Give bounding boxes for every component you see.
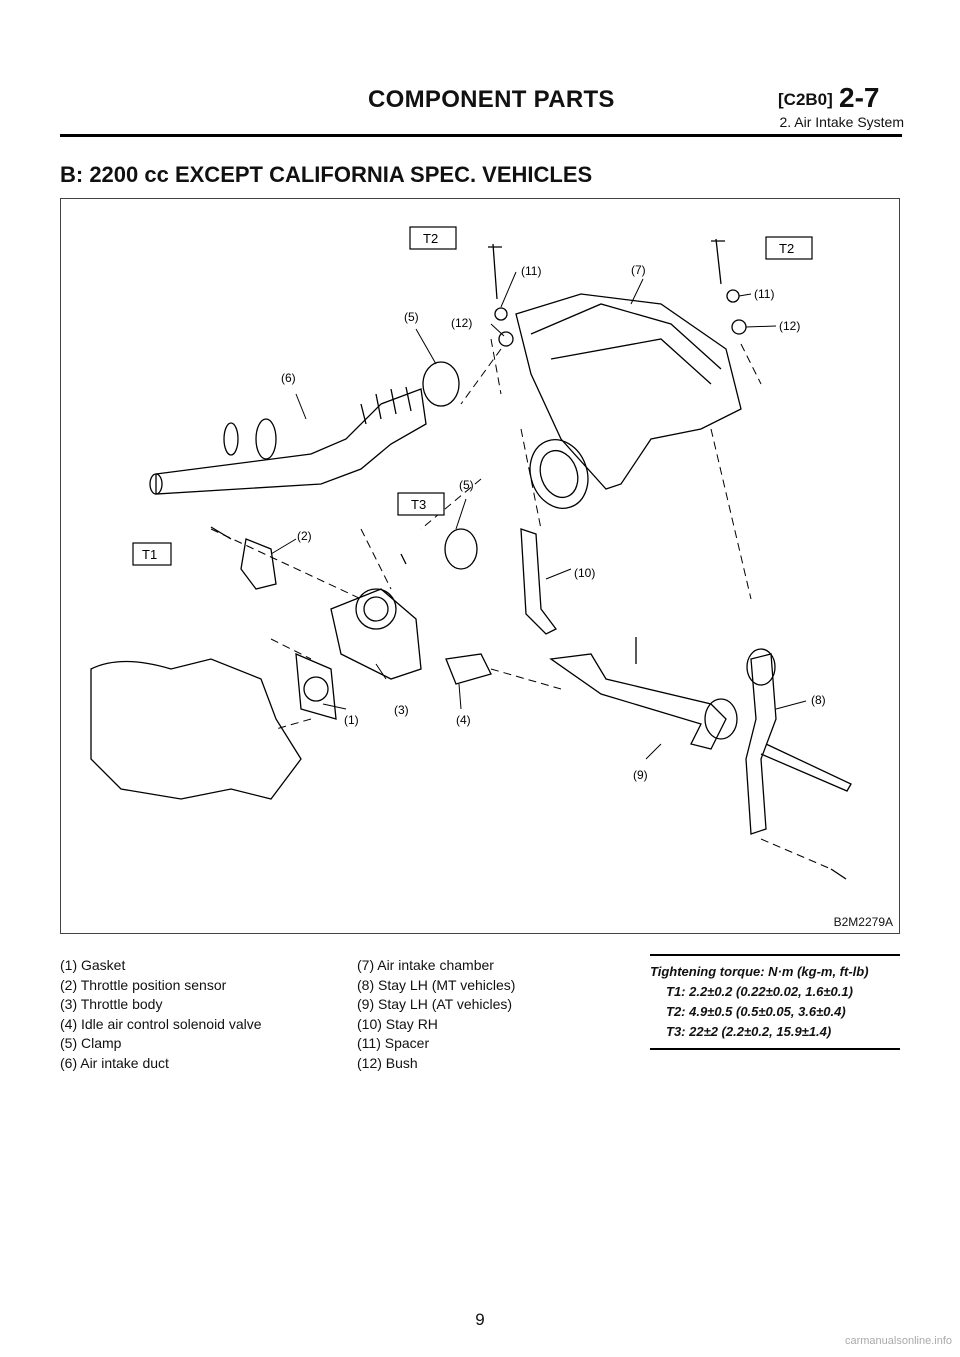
callout-11: (11) [754,287,774,301]
clamp-lower [444,528,478,570]
callout-4: (4) [456,713,471,727]
stay-lh-at [549,653,727,750]
bolt [400,553,407,565]
callout-11: (11) [521,264,541,278]
legend-item: (2) Throttle position sensor [60,976,227,993]
legend-item: (5) Clamp [60,1035,122,1051]
torque-tag-t3-label: T3 [411,497,426,512]
spacer [726,289,740,303]
bolt [830,868,847,880]
chamber-inlet [529,439,589,509]
air-intake-duct [155,388,427,495]
watermark: carmanualsonline.info [844,1335,952,1347]
header-title: COMPONENT PARTS [368,86,615,113]
torque-value-t2: T2: 4.9±0.5 (0.5±0.05, 3.6±0.4) [666,1004,846,1019]
legend-item: (10) Stay RH [357,1015,438,1032]
air-intake-chamber [515,293,742,490]
header-subtitle: 2. Air Intake System [779,114,905,130]
callout-9: (9) [633,768,648,782]
throttle-body [330,588,422,680]
bush [498,331,514,347]
callout-12: (12) [451,316,472,330]
callout-10: (10) [574,566,595,580]
bush [731,319,747,335]
section-heading: B: 2200 cc EXCEPT CALIFORNIA SPEC. VEHIC… [60,162,593,187]
callout-2: (2) [297,529,312,543]
header-code: [C2B0] [778,90,833,109]
legend-item: (11) Spacer [357,1035,430,1051]
clamp-upper [422,361,460,407]
torque-title: Tightening torque: N·m (kg-m, ft-lb) [650,964,869,979]
gasket [295,652,337,720]
legend-item: (9) Stay LH (AT vehicles) [357,996,513,1012]
legend-item: (6) Air intake duct [60,1054,169,1071]
stay-lh-mt [745,653,777,835]
callout-6: (6) [281,371,296,385]
callout-5: (5) [459,478,474,492]
diagram-drawing: T1 T2 T2 T3 (1) (2) (3) (4) (5) (5) (6) … [90,226,852,880]
header-section-number: 2-7 [839,82,880,113]
torque-tag-t2 [765,236,813,260]
bolt [711,238,725,285]
torque-value-t3: T3: 22±2 (2.2±0.2, 15.9±1.4) [666,1024,832,1039]
callout-1: (1) [344,713,359,727]
engine-outline [90,658,302,800]
legend-left: (1) Gasket (2) Throttle position sensor … [60,956,262,1073]
page-number: 9 [475,1310,485,1329]
callout-5: (5) [404,310,419,324]
torque-tag-t1 [132,542,172,566]
exploded-diagram: T1 T2 T2 T3 (1) (2) (3) (4) (5) (5) (6) … [60,198,900,934]
legend-item: (1) Gasket [60,957,126,973]
torque-tag-t2 [409,226,457,250]
callout-12: (12) [779,319,800,333]
torque-tag-t2-label: T2 [779,241,794,256]
legend-item: (8) Stay LH (MT vehicles) [357,976,516,993]
torque-tag-t1-label: T1 [142,547,157,562]
callout-8: (8) [811,693,826,707]
torque-spec-box: Tightening torque: N·m (kg-m, ft-lb) T1:… [650,954,900,1050]
legend-item: (3) Throttle body [60,996,163,1012]
throttle-position-sensor [240,538,277,590]
legend-item: (12) Bush [357,1054,418,1071]
header-rule [60,134,902,137]
bolt [488,243,502,300]
figure-id: B2M2279A [833,915,893,929]
torque-value-t1: T1: 2.2±0.2 (0.22±0.02, 1.6±0.1) [666,984,853,999]
legend-item: (7) Air intake chamber [357,957,494,973]
legend-right: (7) Air intake chamber (8) Stay LH (MT v… [357,956,515,1073]
torque-tag-t3 [397,492,445,516]
callout-3: (3) [394,703,409,717]
stay-rh [520,528,557,635]
callout-7: (7) [631,263,646,277]
legend-item: (4) Idle air control solenoid valve [60,1015,262,1032]
torque-tag-t2-label: T2 [423,231,438,246]
spacer [494,307,508,321]
idle-air-control-valve [445,653,492,685]
